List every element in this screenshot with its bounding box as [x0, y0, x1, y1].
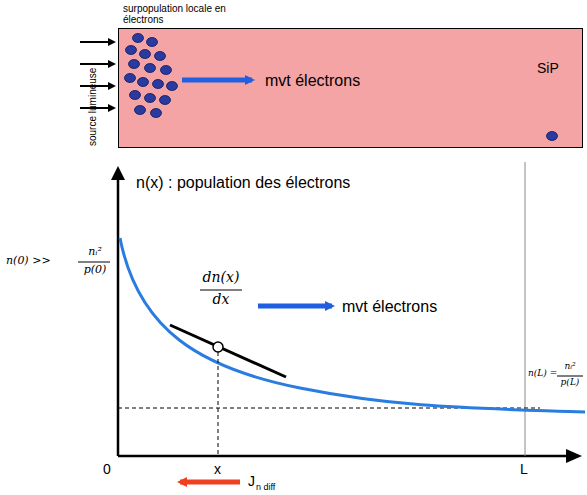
graph-label: J	[248, 474, 255, 489]
callout-text: surpopulation locale en électrons	[123, 3, 233, 25]
graph-label: nᵢ²	[88, 246, 102, 258]
graph-label: nᵢ²	[564, 362, 575, 372]
graph-label: n(L) =	[528, 369, 557, 379]
electrons	[125, 34, 558, 141]
graph-label: 0	[103, 462, 111, 477]
graph-label: p(0)	[84, 264, 107, 276]
graph-label: p(L)	[561, 378, 580, 388]
graph-label: dn(x)	[203, 270, 240, 285]
fraction-bars	[78, 262, 583, 376]
tangent-point	[213, 342, 223, 352]
tangent-line	[170, 325, 286, 377]
graph-label: n(0) >>	[6, 255, 51, 267]
current-arrow	[180, 480, 240, 485]
flow-arrow	[258, 304, 332, 309]
axes	[111, 166, 582, 463]
graph-label: L	[520, 462, 528, 477]
concentration-curve	[120, 238, 585, 412]
silicon-bar	[118, 28, 583, 148]
graph-label: n(x) : population des électrons	[136, 174, 350, 192]
material-label: SiP	[537, 61, 559, 76]
graph-label: dx	[213, 292, 230, 307]
graph-label: n diff	[256, 483, 275, 493]
flow-label: mvt électrons	[265, 72, 360, 90]
limit-line	[525, 162, 526, 456]
graph-label: mvt électrons	[342, 298, 437, 316]
flow-arrow	[182, 78, 252, 83]
x-marker	[218, 352, 219, 456]
graph-label: x	[214, 462, 221, 477]
silicon-bar: surpopulation locale en électronsmvt éle…	[118, 28, 583, 148]
graph-label: source lumineuse	[87, 68, 98, 146]
